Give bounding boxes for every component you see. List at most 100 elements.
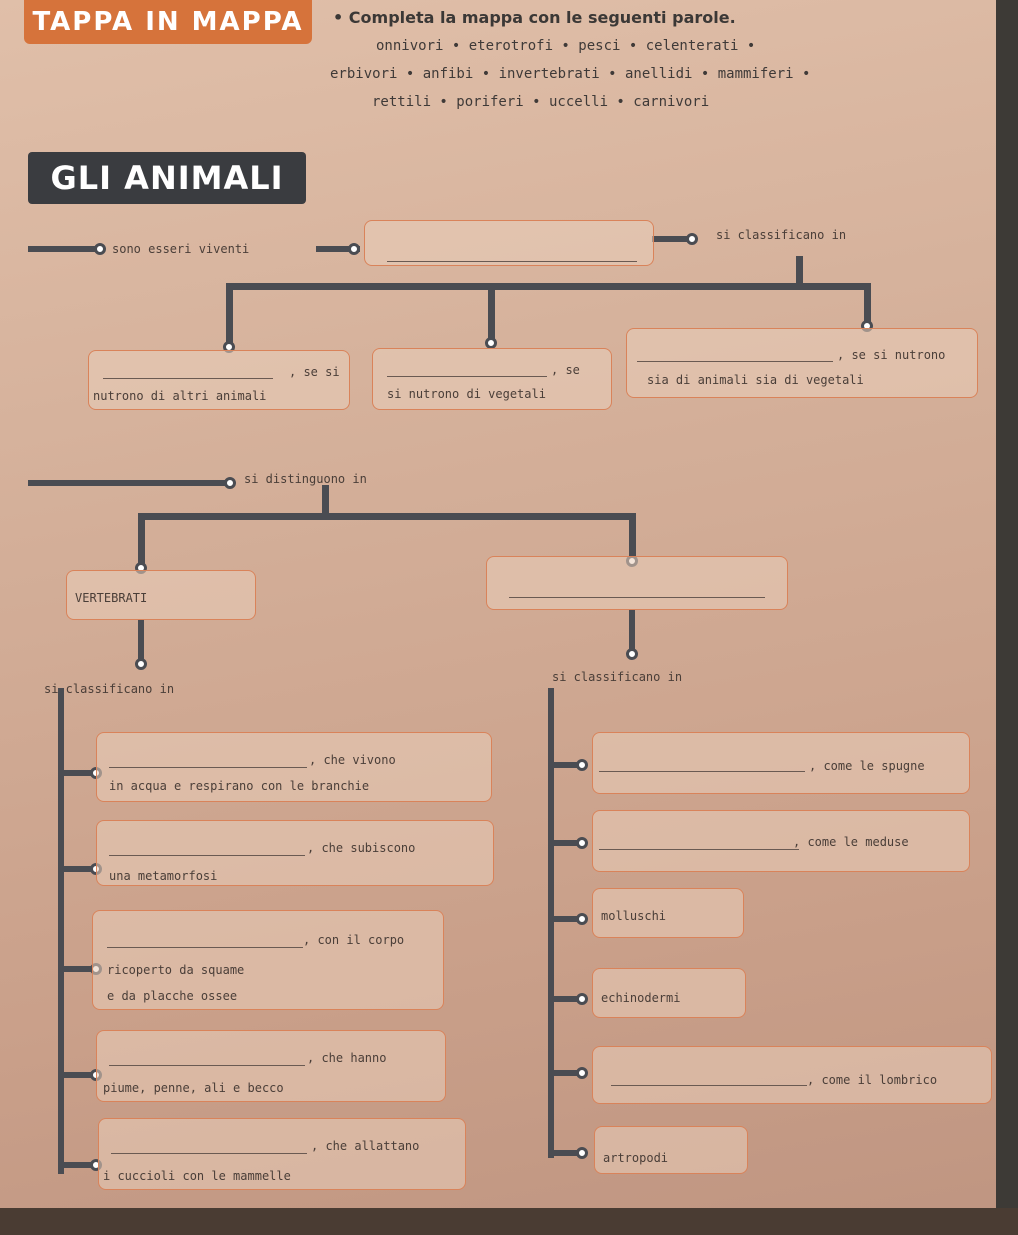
answer-blank[interactable] bbox=[109, 767, 307, 768]
molluschi-label: molluschi bbox=[601, 909, 667, 923]
anellidi-text: , come il lombrico bbox=[807, 1073, 938, 1087]
answer-blank[interactable] bbox=[599, 849, 799, 850]
connector bbox=[28, 480, 228, 486]
connector bbox=[58, 1162, 94, 1168]
mammiferi-text-1: , che allattano bbox=[311, 1139, 420, 1153]
answer-blank[interactable] bbox=[387, 376, 547, 377]
celenterati-text: , come le meduse bbox=[793, 835, 909, 849]
connector bbox=[548, 762, 580, 768]
answer-blank[interactable] bbox=[611, 1085, 807, 1086]
carnivori-box[interactable]: , se si nutrono di altri animali bbox=[88, 350, 350, 410]
connector bbox=[548, 1150, 580, 1156]
rettili-text-2: ricoperto da squame bbox=[107, 963, 245, 977]
connector bbox=[548, 996, 580, 1002]
page-edge bbox=[996, 0, 1018, 1235]
vertebrati-box: VERTEBRATI bbox=[66, 570, 256, 620]
connector bbox=[316, 246, 360, 252]
carnivori-text-1: , se si bbox=[289, 365, 340, 379]
onnivori-box[interactable]: , se si nutrono sia di animali sia di ve… bbox=[626, 328, 978, 398]
erbivori-text-2: si nutrono di vegetali bbox=[387, 387, 546, 401]
connector bbox=[548, 1070, 580, 1076]
answer-blank[interactable] bbox=[109, 1065, 305, 1066]
connector bbox=[864, 283, 871, 323]
page-bottom-shadow bbox=[0, 1208, 1018, 1235]
vertebrate-spine bbox=[58, 688, 64, 1174]
node-dot bbox=[576, 993, 588, 1005]
node-dot bbox=[348, 243, 360, 255]
map-title: GLI ANIMALI bbox=[28, 152, 306, 204]
echinodermi-box: echinodermi bbox=[592, 968, 746, 1018]
connector bbox=[28, 246, 100, 252]
pesci-text-2: in acqua e respirano con le branchie bbox=[109, 779, 370, 793]
erbivori-text-1: , se bbox=[551, 363, 580, 377]
si-distinguono-label: si distinguono in bbox=[244, 472, 367, 486]
mammiferi-text-2: i cuccioli con le mammelle bbox=[103, 1169, 291, 1183]
uccelli-text-2: piume, penne, ali e becco bbox=[103, 1081, 284, 1095]
connector bbox=[488, 283, 495, 341]
left-classificano-label: si classificano in bbox=[44, 682, 175, 696]
answer-blank[interactable] bbox=[109, 855, 305, 856]
connector bbox=[138, 513, 145, 565]
si-classificano-label: si classificano in bbox=[716, 228, 847, 242]
connector bbox=[138, 513, 636, 520]
mammiferi-box[interactable]: , che allattano i cuccioli con le mammel… bbox=[98, 1118, 466, 1190]
pesci-text-1: , che vivono bbox=[309, 753, 396, 767]
eterotrofi-box[interactable] bbox=[364, 220, 654, 266]
node-dot bbox=[576, 913, 588, 925]
section-badge: TAPPA IN MAPPA bbox=[24, 0, 312, 44]
connector bbox=[138, 620, 144, 664]
rettili-text-1: , con il corpo bbox=[303, 933, 405, 947]
answer-blank[interactable] bbox=[599, 771, 805, 772]
instruction-title: • Completa la mappa con le seguenti paro… bbox=[333, 8, 736, 27]
molluschi-box: molluschi bbox=[592, 888, 744, 938]
node-dot bbox=[224, 477, 236, 489]
answer-blank[interactable] bbox=[509, 597, 765, 598]
connector bbox=[548, 916, 580, 922]
pesci-box[interactable]: , che vivono in acqua e respirano con le… bbox=[96, 732, 492, 802]
invertebrate-spine bbox=[548, 688, 554, 1158]
connector bbox=[629, 610, 635, 652]
node-dot bbox=[485, 337, 497, 349]
carnivori-text-2: nutrono di altri animali bbox=[93, 389, 267, 403]
onnivori-text-2: sia di animali sia di vegetali bbox=[647, 373, 864, 387]
sono-esseri-viventi-label: sono esseri viventi bbox=[112, 242, 250, 256]
connector bbox=[226, 283, 870, 290]
anellidi-box[interactable]: , come il lombrico bbox=[592, 1046, 992, 1104]
answer-blank[interactable] bbox=[103, 378, 273, 379]
celenterati-box[interactable]: , come le meduse bbox=[592, 810, 970, 872]
node-dot bbox=[576, 1147, 588, 1159]
node-dot bbox=[94, 243, 106, 255]
onnivori-text-1: , se si nutrono bbox=[837, 348, 946, 362]
connector bbox=[58, 966, 94, 972]
answer-blank[interactable] bbox=[637, 361, 833, 362]
answer-blank[interactable] bbox=[387, 261, 637, 262]
connector bbox=[58, 866, 94, 872]
node-dot bbox=[576, 759, 588, 771]
invertebrati-box[interactable] bbox=[486, 556, 788, 610]
anfibi-text-1: , che subiscono bbox=[307, 841, 416, 855]
echinodermi-label: echinodermi bbox=[601, 991, 681, 1005]
node-dot bbox=[686, 233, 698, 245]
artropodi-label: artropodi bbox=[603, 1151, 669, 1165]
poriferi-box[interactable]: , come le spugne bbox=[592, 732, 970, 794]
rettili-box[interactable]: , con il corpo ricoperto da squame e da … bbox=[92, 910, 444, 1010]
artropodi-box: artropodi bbox=[594, 1126, 748, 1174]
connector bbox=[629, 513, 636, 559]
answer-blank[interactable] bbox=[111, 1153, 307, 1154]
word-list-line-3: rettili • poriferi • uccelli • carnivori bbox=[372, 94, 710, 110]
rettili-text-3: e da placche ossee bbox=[107, 989, 238, 1003]
anfibi-text-2: una metamorfosi bbox=[109, 869, 218, 883]
right-classificano-label: si classificano in bbox=[552, 670, 683, 684]
word-list-line-1: onnivori • eterotrofi • pesci • celenter… bbox=[376, 38, 756, 54]
answer-blank[interactable] bbox=[107, 947, 303, 948]
connector bbox=[58, 770, 94, 776]
poriferi-text: , come le spugne bbox=[809, 759, 925, 773]
connector bbox=[652, 236, 690, 242]
anfibi-box[interactable]: , che subiscono una metamorfosi bbox=[96, 820, 494, 886]
word-list-line-2: erbivori • anfibi • invertebrati • anell… bbox=[330, 66, 811, 82]
connector bbox=[548, 840, 580, 846]
connector bbox=[322, 485, 329, 517]
erbivori-box[interactable]: , se si nutrono di vegetali bbox=[372, 348, 612, 410]
uccelli-box[interactable]: , che hanno piume, penne, ali e becco bbox=[96, 1030, 446, 1102]
vertebrati-label: VERTEBRATI bbox=[75, 591, 148, 605]
